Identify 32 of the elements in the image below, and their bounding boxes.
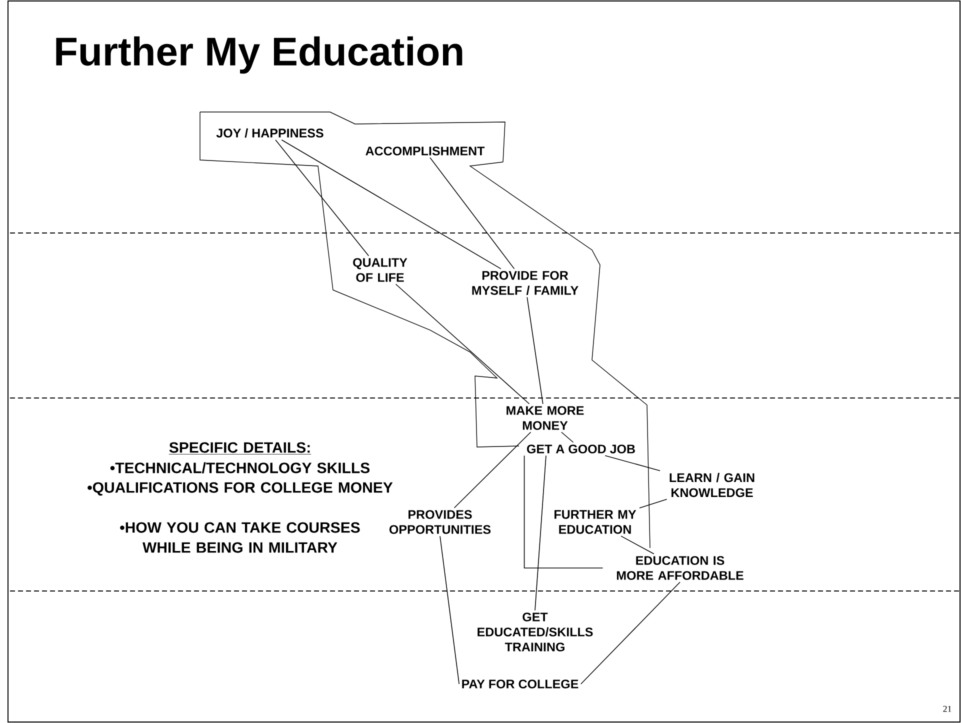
connector-line — [440, 536, 460, 684]
detail-text: •TECHNICAL/TECHNOLOGY SKILLS — [110, 462, 370, 474]
concept-text: PAY FOR COLLEGE — [462, 680, 578, 688]
detail-text: SPECIFIC DETAILS: — [168, 442, 312, 454]
connector-line — [534, 455, 546, 611]
concept-text: MAKE MORE MONEY — [506, 406, 584, 430]
concept-text: JOY / HAPPINESS — [216, 128, 324, 138]
connector-line — [275, 139, 370, 256]
detail-text: •QUALIFICATIONS FOR COLLEGE MONEY — [88, 482, 393, 496]
connector-line — [639, 498, 668, 508]
concept-text: ACCOMPLISHMENT — [366, 146, 485, 156]
concept-text: PROVIDES OPPORTUNITIES — [389, 510, 491, 534]
concept-text: PROVIDE FOR MYSELF / FAMILY — [472, 271, 578, 295]
connector-line — [526, 296, 544, 404]
connector-line — [524, 455, 604, 568]
concept-text: EDUCATION IS MORE AFFORDABLE — [616, 556, 744, 580]
concept-text: GET A GOOD JOB — [527, 444, 635, 454]
connector-line — [561, 432, 574, 443]
connector-line — [430, 157, 515, 270]
concept-text: QUALITY OF LIFE — [353, 258, 408, 282]
connector-line — [620, 536, 654, 554]
connector-line — [454, 432, 532, 508]
concept-text: LEARN / GAIN KNOWLEDGE — [670, 472, 754, 498]
title: Further My Education — [56, 36, 462, 74]
connector-line — [580, 582, 680, 684]
concept-text: GET EDUCATED/SKILLS TRAINING — [478, 612, 593, 652]
concept-text: FURTHER MY EDUCATION — [554, 510, 636, 534]
page-number: 21 — [943, 706, 952, 712]
detail-text: •HOW YOU CAN TAKE COURSES WHILE BEING IN MILITARY — [120, 522, 360, 553]
connector-line — [604, 455, 660, 472]
connector-line — [281, 139, 502, 270]
connector-line — [395, 284, 530, 404]
